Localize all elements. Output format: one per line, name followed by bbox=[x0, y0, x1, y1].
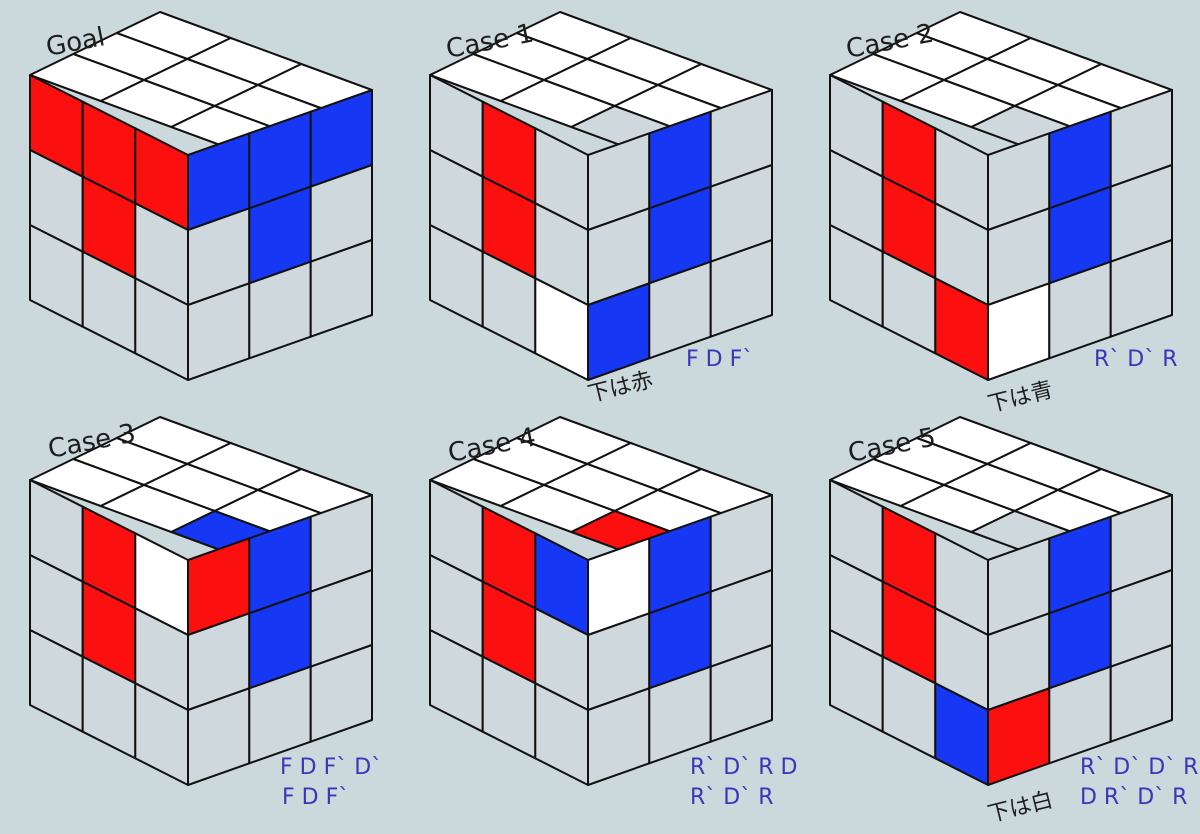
right-face-sticker bbox=[709, 239, 773, 338]
cube-alg-line-1: R` D` R bbox=[1094, 347, 1178, 372]
cube-faces bbox=[29, 11, 373, 381]
cube-alg-line-2: F D F` bbox=[282, 785, 349, 810]
right-face-sticker bbox=[1109, 644, 1173, 743]
right-face-sticker bbox=[1109, 239, 1173, 338]
cube-case-3: Case 3 F D F` D` F D F` bbox=[29, 416, 382, 810]
cube-faces bbox=[829, 416, 1173, 786]
cube-faces bbox=[29, 416, 373, 786]
cube-alg-line-1: R` D` R D bbox=[690, 755, 797, 780]
cube-case-1: Case 1 下は赤 F D F` bbox=[429, 11, 773, 408]
right-face-sticker bbox=[709, 644, 773, 743]
cube-goal: Goal bbox=[29, 11, 373, 381]
cube-alg-line-1: F D F` D` bbox=[280, 755, 382, 780]
cube-faces bbox=[429, 416, 773, 786]
cube-case-2: Case 2 下は青 R` D` R bbox=[829, 11, 1178, 418]
cube-faces bbox=[829, 11, 1173, 381]
cube-alg-line-2: R` D` R bbox=[690, 785, 774, 810]
cube-case-4: Case 4 R` D` R D R` D` R bbox=[429, 416, 797, 810]
cube-case-5: Case 5 下は白 R` D` D` R D R` D` R bbox=[829, 416, 1198, 828]
bottom-note: 下は白 bbox=[985, 788, 1055, 828]
cube-alg-line-1: F D F` bbox=[686, 347, 753, 372]
cube-alg-line-2: D R` D` R bbox=[1080, 785, 1187, 810]
cube-alg-line-1: R` D` D` R bbox=[1080, 755, 1198, 780]
right-face-sticker bbox=[309, 239, 373, 338]
cube-faces bbox=[429, 11, 773, 381]
right-face-sticker bbox=[309, 644, 373, 743]
bottom-note: 下は青 bbox=[985, 378, 1055, 418]
